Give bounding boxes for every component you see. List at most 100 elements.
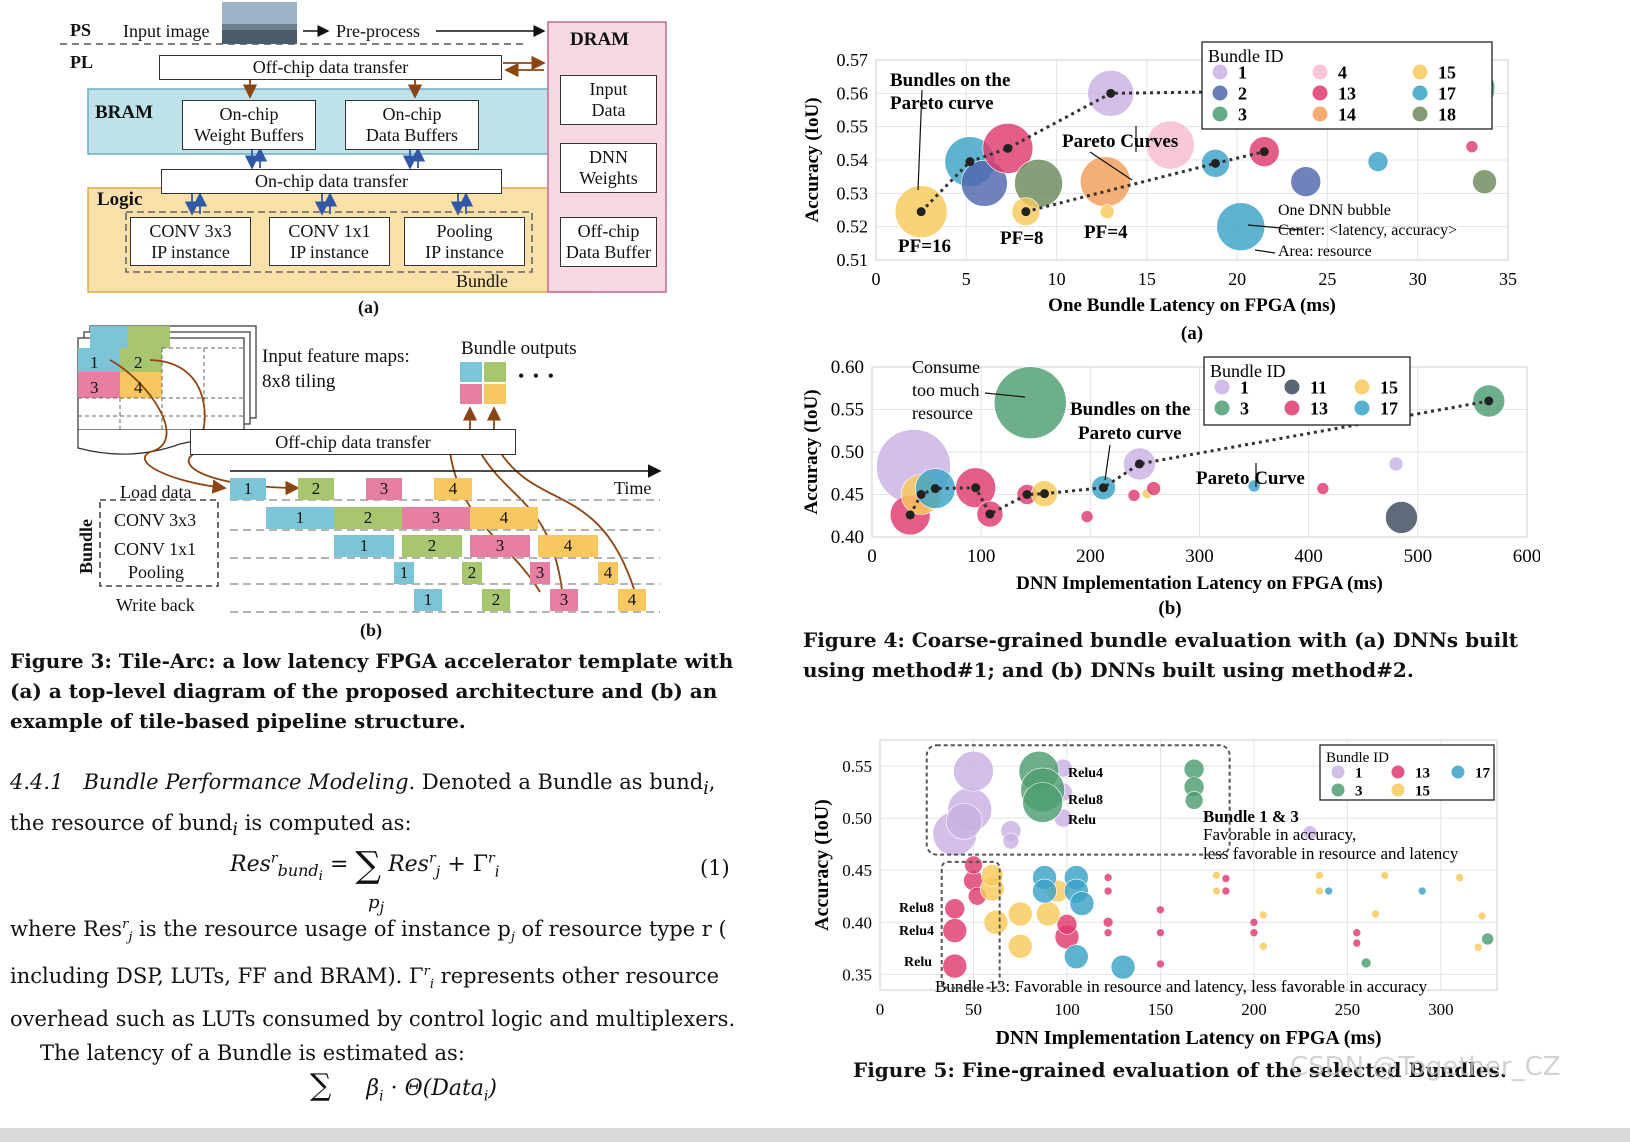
row-pooling: Pooling	[128, 562, 185, 582]
legend-label: 1	[1240, 377, 1249, 397]
offchip-transfer-box: Off-chip data transfer	[159, 55, 502, 80]
data-point	[1146, 120, 1195, 170]
tile-conv3-1: 1	[266, 507, 334, 529]
logic-label: Logic	[97, 189, 143, 210]
data-point	[1022, 782, 1063, 823]
offchip-buffer-line2: Data Buffer	[565, 242, 652, 262]
data-point	[1472, 169, 1497, 194]
x-axis-label: DNN Implementation Latency on FPGA (ms)	[1016, 573, 1383, 594]
legend-label: 15	[1380, 377, 1398, 397]
fig4a-panel-label: (a)	[1181, 323, 1203, 344]
legend-label: 3	[1240, 398, 1249, 418]
fig3a-panel-label: (a)	[358, 297, 379, 317]
data-point	[1002, 832, 1020, 850]
tile-conv1-1: 1	[334, 535, 394, 557]
input-image-label: Input image	[123, 21, 210, 41]
data-point	[1102, 916, 1114, 928]
data-point	[1221, 886, 1231, 896]
data-point	[1249, 917, 1259, 927]
row-load-data: Load data	[120, 482, 192, 502]
tile-wb-2: 2	[482, 589, 510, 611]
tile-conv3-3: 3	[402, 507, 470, 529]
x-tick-label: 35	[1499, 269, 1517, 289]
chart-annotation: One DNN bubble	[1278, 202, 1391, 219]
data-point	[1080, 510, 1094, 523]
section-paragraph-1: 4.4.1 Bundle Performance Modeling. Denot…	[10, 770, 716, 841]
bundle-1-3-highlight	[925, 744, 1231, 856]
tile-pool-2: 2	[462, 562, 482, 584]
y-tick-label: 0.60	[831, 357, 864, 378]
legend-marker	[1411, 63, 1429, 81]
y-tick-label: 0.53	[837, 183, 869, 203]
x-tick-label: 10	[1048, 269, 1066, 289]
annotation-arrow	[1089, 151, 1133, 181]
legend-marker	[1330, 764, 1346, 780]
pareto-point	[971, 483, 981, 493]
section-paragraph-2: where Resrj is the resource usage of ins…	[10, 908, 740, 1070]
figure-5-caption: Figure 5: Fine-grained evaluation of the…	[853, 1058, 1507, 1082]
tile-wb-3: 3	[550, 589, 578, 611]
time-label: Time	[614, 478, 652, 498]
bundle-13-highlight	[940, 860, 1001, 989]
legend-marker	[1213, 378, 1231, 396]
pareto-point	[916, 490, 926, 499]
legend-label: 13	[1338, 83, 1356, 103]
data-point	[1352, 928, 1362, 938]
data-point	[1216, 202, 1266, 251]
chart-annotation: Relu	[904, 955, 932, 970]
tile-pool-4: 4	[598, 562, 618, 584]
y-tick-label: 0.55	[837, 117, 869, 137]
chart-annotation: Center: <latency, accuracy>	[1278, 222, 1457, 239]
x-tick-label: 200	[1076, 546, 1105, 567]
chart-annotation: Relu4	[1068, 766, 1103, 781]
tile-conv1-4: 4	[538, 535, 598, 557]
bundle-label: Bundle	[456, 271, 508, 291]
data-point	[1417, 886, 1427, 896]
data-point	[1007, 901, 1033, 927]
tile-pool-3: 3	[530, 562, 550, 584]
y-tick-label: 0.55	[842, 757, 872, 776]
fig4b-panel-label: (b)	[1158, 598, 1181, 619]
p2c: of resource type r (	[514, 917, 727, 941]
data-point	[1380, 871, 1390, 880]
tile-load-2: 2	[298, 478, 334, 500]
y-tick-label: 0.52	[837, 217, 869, 237]
pooling-line1: Pooling	[436, 220, 493, 241]
bottom-scrollbar[interactable]	[0, 1128, 1630, 1142]
data-point	[1302, 825, 1318, 841]
chart-annotation: Bundle 13: Favorable in resource and lat…	[935, 977, 1428, 996]
input-fm-line2: 8x8 tiling	[262, 371, 336, 392]
data-point	[1156, 905, 1165, 915]
fig3b-svg	[77, 325, 662, 613]
pareto-point	[1484, 396, 1494, 406]
legend-marker	[1311, 105, 1329, 123]
x-tick-label: 150	[1148, 1000, 1174, 1019]
fm-tile-1: 1	[90, 353, 99, 372]
legend-box	[1201, 41, 1493, 130]
tile-conv1-2: 2	[402, 535, 462, 557]
input-data-line2: Data	[591, 100, 626, 120]
input-fm-label: Input feature maps: 8x8 tiling	[262, 344, 410, 394]
y-tick-label: 0.35	[842, 965, 872, 984]
data-point	[1316, 482, 1330, 495]
data-point	[1385, 501, 1418, 534]
figure-4-caption: Figure 4: Coarse-grained bundle evaluati…	[803, 628, 1519, 682]
p4: overhead such as LUTs consumed by contro…	[10, 1007, 736, 1032]
ps-label: PS	[70, 20, 92, 40]
tile-load-1: 1	[230, 478, 266, 500]
conv3-line2: IP instance	[151, 241, 230, 262]
chart-annotation: Relu	[1068, 813, 1096, 828]
y-tick-label: 0.45	[842, 861, 872, 880]
pareto-curve	[908, 399, 1490, 517]
chart-annotation: Relu8	[1068, 793, 1103, 808]
legend-marker	[1390, 764, 1406, 780]
pareto-point	[1106, 88, 1116, 98]
tile-load-3: 3	[366, 478, 402, 500]
legend-label: 3	[1355, 783, 1363, 799]
data-point	[1156, 928, 1165, 938]
data-point	[1007, 933, 1033, 959]
data-point	[1221, 874, 1231, 883]
pareto-point	[1039, 489, 1049, 499]
tile-conv1-3: 3	[470, 535, 530, 557]
